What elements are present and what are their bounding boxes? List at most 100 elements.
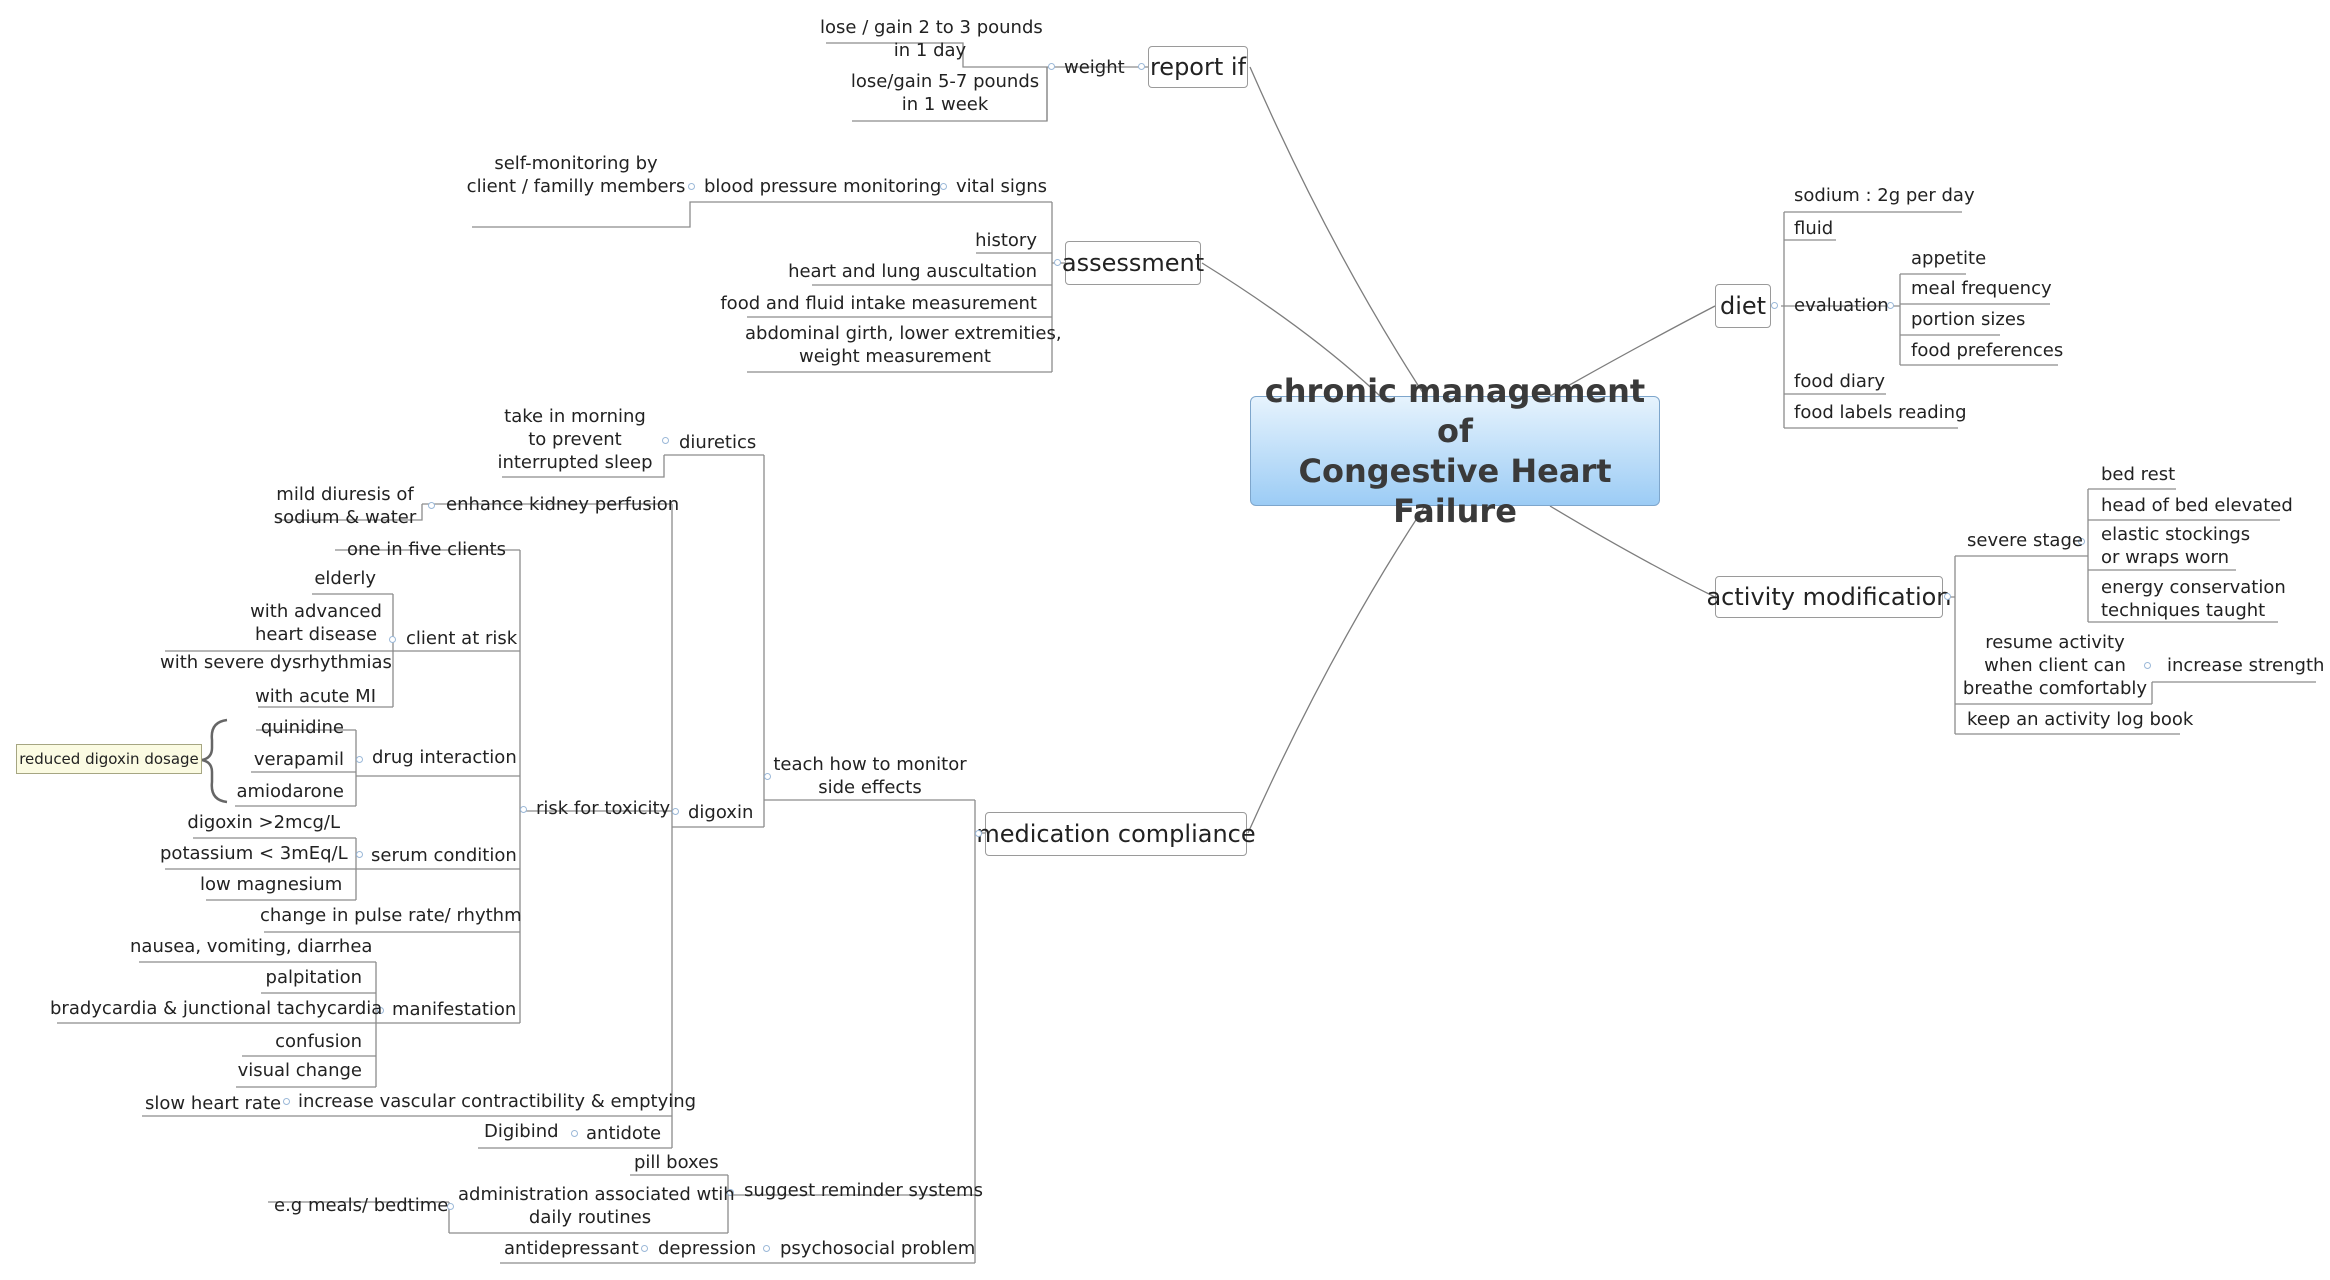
collapse-dot[interactable]	[2078, 538, 2085, 545]
node-self-monitoring[interactable]: self-monitoring by client / familly memb…	[466, 152, 686, 198]
node-antidote[interactable]: antidote	[586, 1123, 662, 1144]
note-reduced-digoxin: reduced digoxin dosage	[16, 744, 202, 774]
node-severe-dysrhythmias[interactable]: with severe dysrhythmias	[160, 652, 392, 673]
node-take-in-morning[interactable]: take in morning to prevent interrupted s…	[490, 405, 660, 474]
collapse-dot[interactable]	[763, 1245, 770, 1252]
node-resume-activity[interactable]: resume activity when client can breathe …	[1962, 631, 2148, 700]
node-girth[interactable]: abdominal girth, lower extremities, weig…	[745, 322, 1062, 368]
collapse-dot[interactable]	[641, 1245, 648, 1252]
node-advanced-heart-disease[interactable]: with advanced heart disease	[246, 600, 386, 646]
collapse-dot[interactable]	[727, 1189, 734, 1196]
collapse-dot[interactable]	[428, 502, 435, 509]
node-food-diary[interactable]: food diary	[1794, 371, 1886, 392]
node-sodium[interactable]: sodium : 2g per day	[1794, 185, 1975, 206]
node-palpitation[interactable]: palpitation	[265, 967, 362, 988]
node-amiodarone[interactable]: amiodarone	[236, 781, 344, 802]
node-bed-rest[interactable]: bed rest	[2101, 464, 2176, 485]
topic-medication-compliance[interactable]: medication compliance	[976, 812, 1256, 856]
node-client-at-risk[interactable]: client at risk	[406, 628, 518, 649]
collapse-dot[interactable]	[1771, 302, 1778, 309]
node-psychosocial[interactable]: psychosocial problem	[780, 1238, 976, 1259]
collapse-dot[interactable]	[389, 636, 396, 643]
node-low-magnesium[interactable]: low magnesium	[200, 874, 343, 895]
collapse-dot[interactable]	[1944, 593, 1951, 600]
topic-report-if[interactable]: report if	[1148, 46, 1248, 88]
topic-diet[interactable]: diet	[1715, 284, 1771, 328]
collapse-dot[interactable]	[571, 1130, 578, 1137]
node-evaluation[interactable]: evaluation	[1794, 295, 1889, 316]
node-food-preferences[interactable]: food preferences	[1911, 340, 2064, 361]
collapse-dot[interactable]	[662, 437, 669, 444]
collapse-dot[interactable]	[283, 1098, 290, 1105]
node-text: administration associated wtih	[458, 1184, 735, 1205]
node-history[interactable]: history	[975, 230, 1037, 251]
node-elderly[interactable]: elderly	[314, 568, 376, 589]
collapse-dot[interactable]	[356, 851, 363, 858]
node-pill-boxes[interactable]: pill boxes	[634, 1152, 719, 1173]
topic-assessment[interactable]: assessment	[1062, 241, 1204, 285]
node-weight-week[interactable]: lose/gain 5-7 pounds in 1 week	[835, 70, 1055, 116]
node-intake[interactable]: food and fluid intake measurement	[720, 293, 1037, 314]
collapse-dot[interactable]	[377, 1007, 384, 1014]
node-teach-monitor[interactable]: teach how to monitor side effects	[770, 753, 970, 799]
node-activity-log[interactable]: keep an activity log book	[1967, 709, 2194, 730]
node-fluid[interactable]: fluid	[1794, 218, 1834, 239]
collapse-dot[interactable]	[764, 773, 771, 780]
collapse-dot[interactable]	[356, 756, 363, 763]
node-kidney-perfusion[interactable]: enhance kidney perfusion	[446, 494, 680, 515]
node-increase-strength[interactable]: increase strength	[2167, 655, 2325, 676]
node-drug-interaction[interactable]: drug interaction	[372, 747, 517, 768]
node-slow-heart-rate[interactable]: slow heart rate	[145, 1093, 282, 1114]
node-meal-frequency[interactable]: meal frequency	[1911, 278, 2052, 299]
node-potassium[interactable]: potassium < 3mEq/L	[160, 843, 348, 864]
node-bradycardia[interactable]: bradycardia & junctional tachycardia	[50, 998, 383, 1019]
collapse-dot[interactable]	[447, 1203, 454, 1210]
collapse-dot[interactable]	[672, 808, 679, 815]
node-serum-condition[interactable]: serum condition	[371, 845, 517, 866]
node-portion-sizes[interactable]: portion sizes	[1911, 309, 2026, 330]
node-quinidine[interactable]: quinidine	[260, 717, 344, 738]
node-vital-signs[interactable]: vital signs	[956, 176, 1048, 197]
node-digoxin-level[interactable]: digoxin >2mcg/L	[187, 812, 340, 833]
topic-activity-modification[interactable]: activity modification	[1706, 576, 1952, 618]
node-nausea[interactable]: nausea, vomiting, diarrhea	[130, 936, 373, 957]
node-vascular[interactable]: increase vascular contractibility & empt…	[298, 1091, 697, 1112]
collapse-dot[interactable]	[1048, 63, 1055, 70]
collapse-dot[interactable]	[975, 830, 982, 837]
node-head-of-bed[interactable]: head of bed elevated	[2101, 495, 2293, 516]
node-weight-day[interactable]: lose / gain 2 to 3 pounds in 1 day	[820, 16, 1043, 62]
collapse-dot[interactable]	[2144, 662, 2151, 669]
node-elastic-stockings[interactable]: elastic stockings or wraps worn	[2101, 523, 2250, 569]
node-antidepressant[interactable]: antidepressant	[504, 1238, 639, 1259]
node-verapamil[interactable]: verapamil	[253, 749, 344, 770]
node-auscultation[interactable]: heart and lung auscultation	[788, 261, 1037, 282]
node-severe-stage[interactable]: severe stage	[1967, 530, 2083, 551]
collapse-dot[interactable]	[520, 806, 527, 813]
collapse-dot[interactable]	[1054, 259, 1061, 266]
node-mild-diuresis[interactable]: mild diuresis of sodium & water	[270, 483, 420, 529]
node-energy-conservation[interactable]: energy conservation techniques taught	[2101, 576, 2286, 622]
node-reminder-systems[interactable]: suggest reminder systems	[744, 1180, 983, 1201]
node-digibind[interactable]: Digibind	[484, 1121, 559, 1142]
node-bp-monitoring[interactable]: blood pressure monitoring	[704, 176, 942, 197]
node-risk-toxicity[interactable]: risk for toxicity	[536, 798, 671, 819]
collapse-dot[interactable]	[1138, 63, 1145, 70]
node-confusion[interactable]: confusion	[275, 1031, 362, 1052]
node-diuretics[interactable]: diuretics	[679, 432, 757, 453]
node-one-in-five[interactable]: one in five clients	[347, 539, 506, 560]
node-meals-bedtime[interactable]: e.g meals/ bedtime	[274, 1195, 449, 1216]
node-food-labels[interactable]: food labels reading	[1794, 402, 1967, 423]
node-digoxin[interactable]: digoxin	[688, 802, 754, 823]
node-manifestation[interactable]: manifestation	[392, 999, 517, 1020]
collapse-dot[interactable]	[1887, 302, 1894, 309]
node-acute-mi[interactable]: with acute MI	[255, 686, 376, 707]
collapse-dot[interactable]	[940, 183, 947, 190]
node-appetite[interactable]: appetite	[1911, 248, 1987, 269]
node-weight[interactable]: weight	[1064, 57, 1125, 78]
node-visual-change[interactable]: visual change	[237, 1060, 362, 1081]
node-depression[interactable]: depression	[658, 1238, 757, 1259]
node-administration[interactable]: administration associated wtih daily rou…	[458, 1183, 735, 1229]
node-pulse-change[interactable]: change in pulse rate/ rhythm	[260, 905, 522, 926]
central-topic[interactable]: chronic management of Congestive Heart F…	[1250, 372, 1660, 530]
collapse-dot[interactable]	[688, 183, 695, 190]
